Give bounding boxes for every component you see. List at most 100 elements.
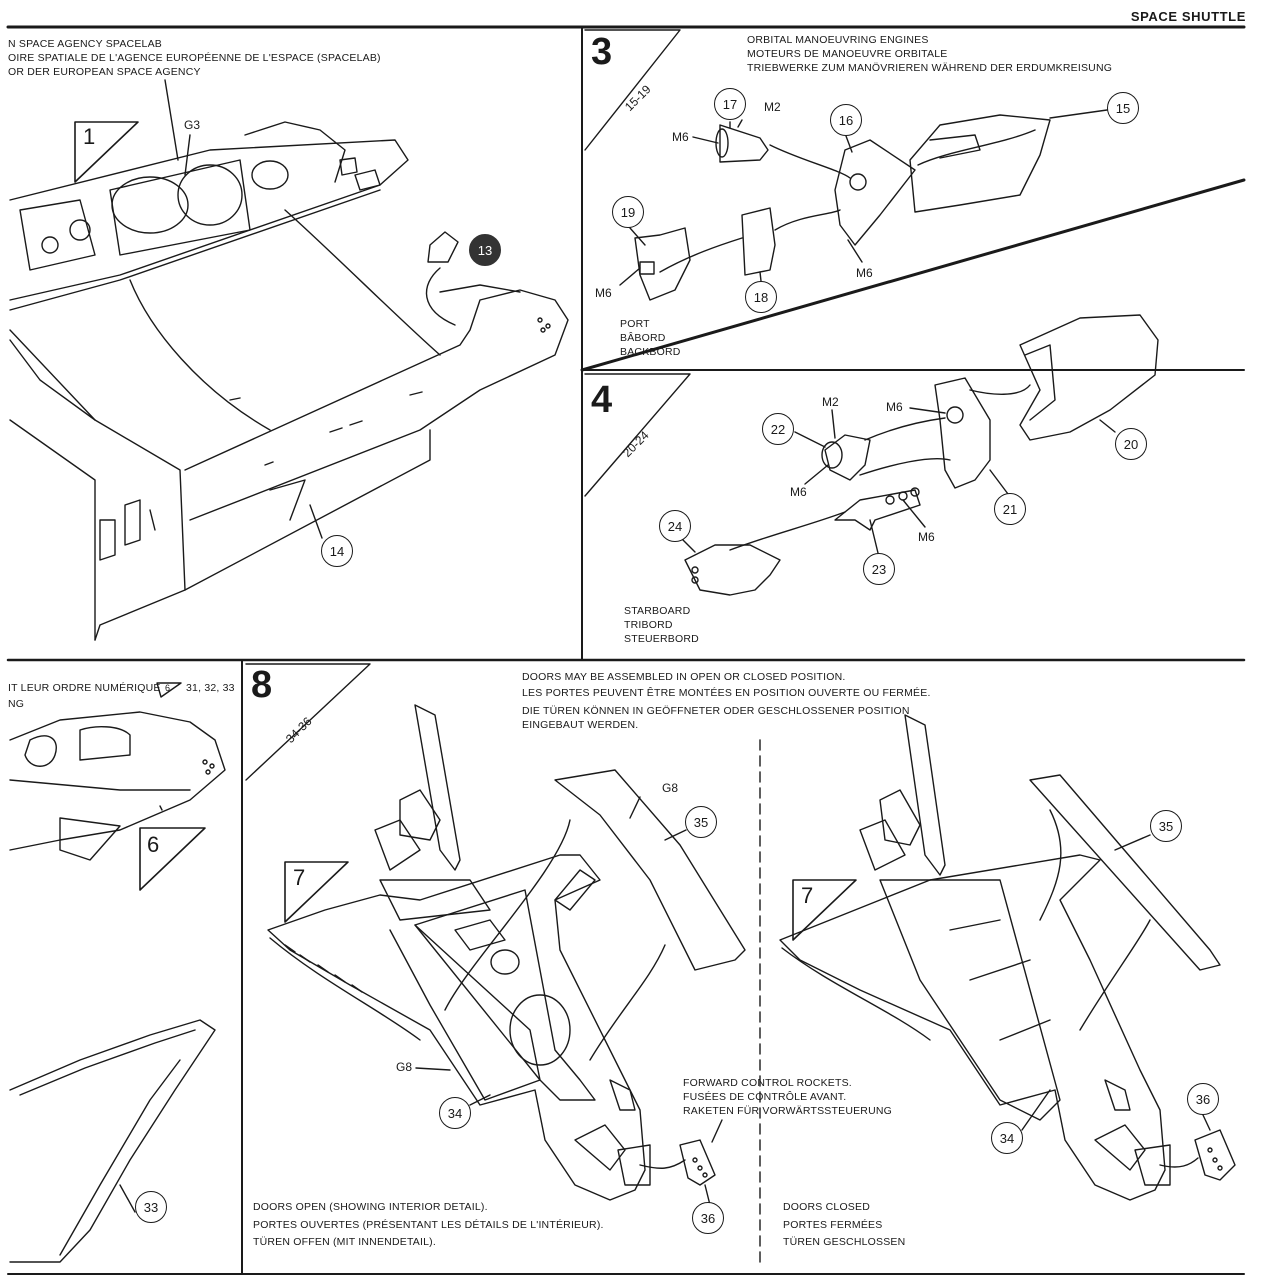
callout-23: 23 [863,553,895,585]
m6-leader-s4c [902,499,926,528]
doors-open-caption-en: DOORS OPEN (SHOWING INTERIOR DETAIL). [253,1201,488,1213]
callout-33: 33 [135,1191,167,1223]
callout-33-leader [119,1184,136,1213]
callout-21: 21 [994,493,1026,525]
port-label-en: PORT [620,318,650,330]
doors-open-caption-de: TÜREN OFFEN (MIT INNENDETAIL). [253,1236,436,1248]
callout-22: 22 [762,413,794,445]
callout-14: 14 [321,535,353,567]
step8-right-triangle-number: 7 [801,883,814,908]
m6-leader-s3b [619,267,641,286]
rockets-leader [711,1119,723,1143]
callout-36b: 36 [1187,1083,1219,1115]
step8-left-triangle [284,861,349,923]
step8-caption-line4: EINGEBAUT WERDEN. [522,719,639,731]
g3-label: G3 [184,118,201,132]
callout-36a-leader [704,1184,711,1206]
step8-right-triangle [792,879,857,941]
callout-35a: 35 [685,806,717,838]
step1-leader-spacelab [164,79,179,161]
m6-leader-s4a [909,407,946,414]
step3-number: 3 [591,31,613,73]
oms-port-pod-drawing [634,114,1051,301]
step1-caption-line1: N SPACE AGENCY SPACELAB [8,38,162,50]
callout-14-leader [309,504,323,539]
callout-23-leader [869,519,879,554]
callout-15: 15 [1107,92,1139,124]
step8-number: 8 [251,664,273,706]
callout-34b-leader [1021,1089,1051,1131]
m6-leader-s4b [804,464,829,485]
step3-caption-line3: TRIEBWERKE ZUM MANÖVRIEREN WÄHREND DER E… [747,62,1113,74]
rockets-label-de: RAKETEN FÜR VORWÄRTSSTEUERUNG [683,1105,893,1117]
callout-15-leader [1049,109,1108,119]
g8-leader-b [629,796,641,819]
m6-label-s4a: M6 [886,400,903,414]
callout-36b-leader [1202,1114,1211,1131]
m6-leader-s3a [692,136,719,144]
step4-corner-marker [584,373,691,497]
step4-number: 4 [591,379,613,421]
callout-34a: 34 [439,1097,471,1129]
part-13-drawing [425,231,459,326]
callout-13: 13 [469,234,501,266]
m6-label-s3a: M6 [672,130,689,144]
callout-21-leader [989,469,1009,495]
callout-35a-leader [664,829,687,841]
port-label-fr: BÂBORD [620,332,666,344]
step1-caption-line3: OR DER EUROPEAN SPACE AGENCY [8,66,201,78]
step6-ref-parts: 31, 32, 33 [186,682,235,694]
callout-24-leader [682,539,696,553]
g3-leader [184,134,191,176]
callout-18-leader [759,271,762,282]
m2-label-s3: M2 [764,100,781,114]
step8-caption-line3: DIE TÜREN KÖNNEN IN GEÖFFNETER ODER GESC… [522,705,910,717]
shuttle-closed-drawing [779,714,1236,1201]
step6-caption-line2: NG [8,698,25,710]
doors-closed-caption-de: TÜREN GESCHLOSSEN [783,1236,906,1248]
step3-caption-line2: MOTEURS DE MANOEUVRE ORBITALE [747,48,948,60]
callout-24: 24 [659,510,691,542]
rockets-label-en: FORWARD CONTROL ROCKETS. [683,1077,852,1089]
m2-label-s4: M2 [822,395,839,409]
rockets-label-fr: FUSÉES DE CONTRÔLE AVANT. [683,1091,847,1103]
g8-label-b: G8 [662,781,679,795]
doors-closed-caption-fr: PORTES FERMÉES [783,1219,883,1231]
step6-ref-triangle [156,682,182,698]
header-title: SPACE SHUTTLE [1130,9,1246,24]
callout-35b: 35 [1150,810,1182,842]
doors-closed-caption-en: DOORS CLOSED [783,1201,870,1213]
step8-left-triangle-number: 7 [293,865,306,890]
step8-caption-line1: DOORS MAY BE ASSEMBLED IN OPEN OR CLOSED… [522,671,846,683]
callout-19-leader [629,227,646,246]
step6-triangle [139,827,206,891]
callout-19: 19 [612,196,644,228]
m6-label-s4b: M6 [790,485,807,499]
starboard-label-en: STARBOARD [624,605,691,617]
step6-ref-number: 6 [165,683,171,693]
step3-corner-marker [584,29,681,151]
m6-label-s3c: M6 [856,266,873,280]
step6-cabin-drawing [9,711,226,1263]
callout-34a-leader [469,1094,491,1106]
g8-label-a: G8 [396,1060,413,1074]
callout-16: 16 [830,104,862,136]
callout-17: 17 [714,88,746,120]
callout-35b-leader [1114,834,1151,851]
callout-34b: 34 [991,1122,1023,1154]
callout-20: 20 [1115,428,1147,460]
shuttle-fuselage-drawing [9,121,569,641]
g8-leader-a [415,1067,451,1071]
m6-label-s3b: M6 [595,286,612,300]
callout-22-leader [794,431,826,448]
step1-triangle [74,121,139,183]
step1-caption-line2: OIRE SPATIALE DE L'AGENCE EUROPÉENNE DE … [8,52,381,64]
starboard-label-fr: TRIBORD [624,619,673,631]
step6-caption-line1: IT LEUR ORDRE NUMÉRIQUE [8,682,161,694]
callout-20-leader [1099,419,1116,433]
callout-16-leader [845,135,853,153]
port-label-de: BACKBORD [620,346,681,358]
starboard-label-de: STEUERBORD [624,633,699,645]
